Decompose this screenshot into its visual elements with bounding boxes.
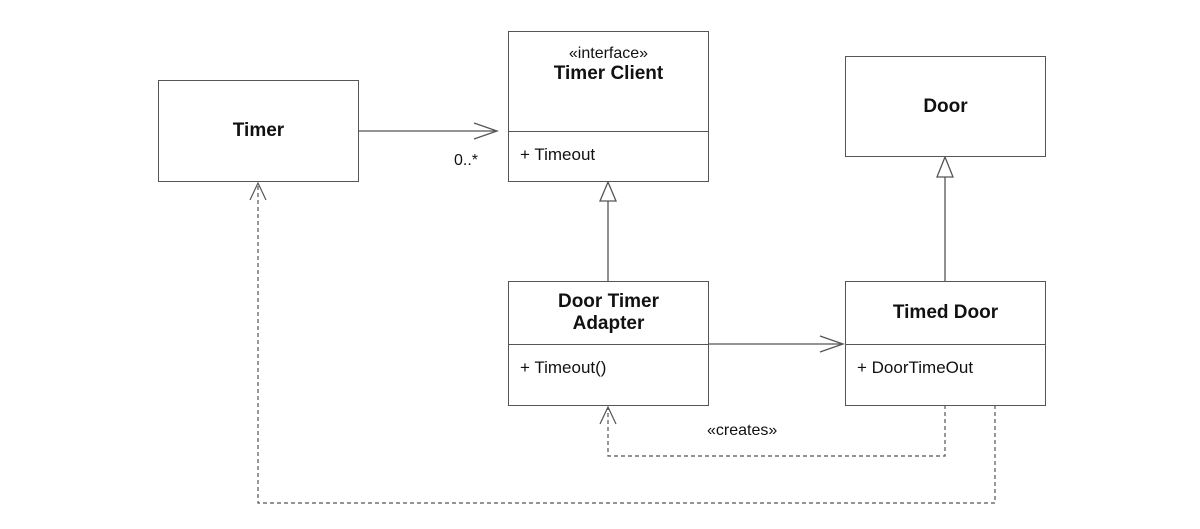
class-timer-client-name-compartment: «interface» Timer Client: [509, 32, 708, 131]
class-timer-name: Timer: [232, 120, 285, 141]
class-timer-client-operation: + Timeout: [520, 145, 596, 164]
class-door-timer-adapter-operation: + Timeout(): [520, 358, 607, 377]
realization-adapter-to-timer-client: [599, 180, 617, 281]
class-timer: Timer: [158, 80, 359, 182]
class-timer-client: «interface» Timer Client + Timeout: [508, 31, 709, 182]
multiplicity-label: 0..*: [454, 152, 479, 169]
class-door-timer-adapter-name-line2: Adapter: [572, 313, 645, 334]
class-door: Door: [845, 56, 1046, 157]
class-timed-door-name-compartment: Timed Door: [846, 282, 1045, 344]
class-timer-client-name: Timer Client: [553, 63, 664, 84]
generalization-timed-door-to-door: [936, 155, 954, 281]
association-adapter-to-timed-door: [708, 335, 845, 353]
creates-label: «creates»: [707, 422, 778, 439]
class-door-timer-adapter: Door Timer Adapter + Timeout(): [508, 281, 709, 406]
association-timer-to-timer-client: [358, 122, 499, 140]
class-door-timer-adapter-name-compartment: Door Timer Adapter: [509, 282, 708, 344]
class-door-timer-adapter-name-line1: Door Timer: [557, 291, 659, 312]
class-timer-client-operations: + Timeout: [509, 131, 708, 181]
class-timed-door: Timed Door + DoorTimeOut: [845, 281, 1046, 406]
class-timed-door-operation: + DoorTimeOut: [857, 358, 974, 377]
class-door-timer-adapter-operations: + Timeout(): [509, 344, 708, 405]
class-timer-client-stereotype: «interface»: [568, 45, 649, 62]
class-door-name: Door: [923, 95, 968, 117]
class-timed-door-operations: + DoorTimeOut: [846, 344, 1045, 405]
class-timed-door-name: Timed Door: [892, 302, 999, 323]
class-door-name-compartment: Door: [846, 57, 1045, 156]
dependency-timed-door-to-timer: [249, 181, 996, 504]
class-timer-name-compartment: Timer: [159, 81, 358, 181]
dependency-creates-timed-door-to-adapter: [599, 405, 946, 457]
